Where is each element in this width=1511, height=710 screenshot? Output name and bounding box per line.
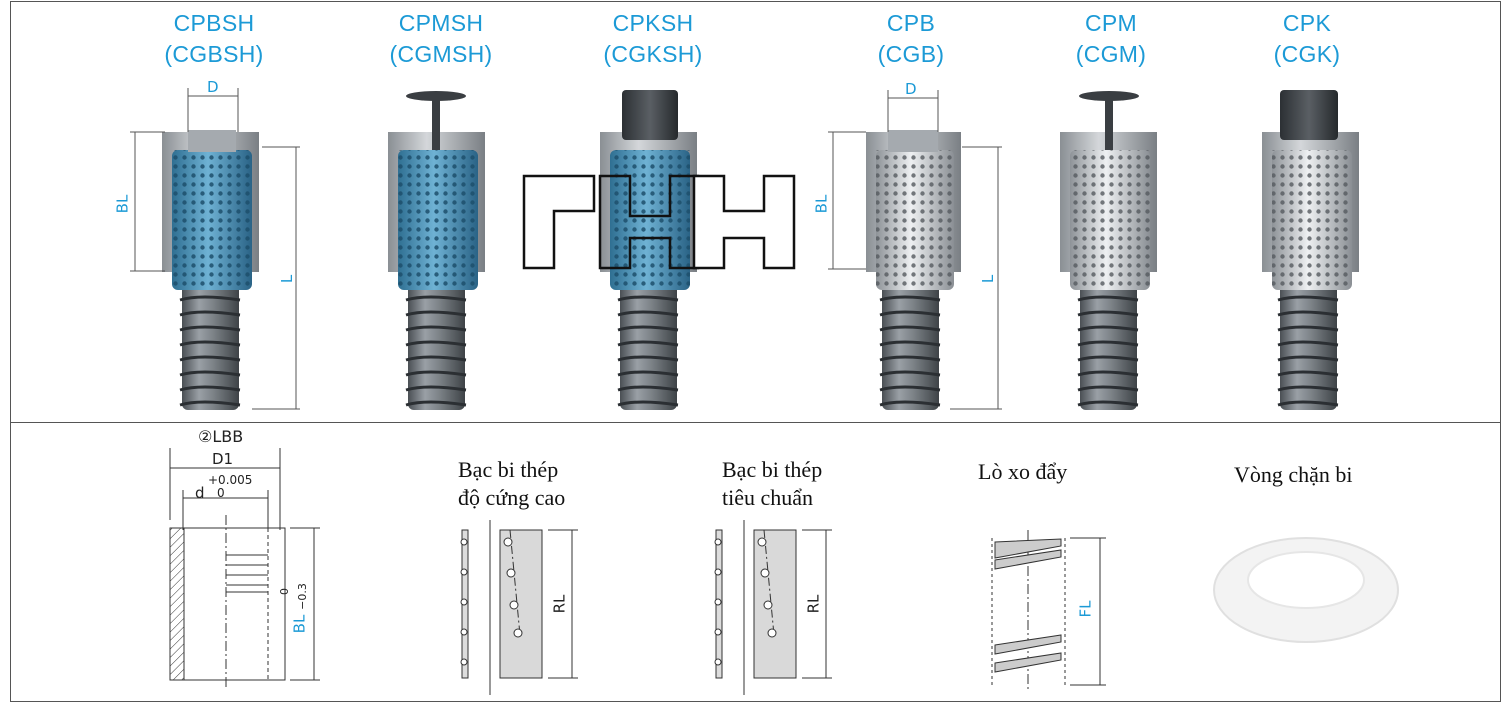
standard-cage-drawing <box>714 520 832 695</box>
product-illustrations <box>130 88 1359 410</box>
lbb-drawing <box>169 448 320 688</box>
spring-caption: Lò xo đẩy <box>978 459 1068 484</box>
lbb-d1-label: D1 <box>212 450 234 468</box>
dimension-lines-4 <box>828 90 1002 410</box>
product-title-6: CPK(CGK) <box>1273 10 1341 67</box>
product-5-illustration <box>1060 91 1157 410</box>
dim-l-label-1: L <box>278 274 297 284</box>
section-divider <box>10 422 1501 423</box>
product-title-4: CPB(CGB) <box>877 10 945 67</box>
std-cage-rl-label: RL <box>804 594 823 614</box>
retaining-ring-drawing <box>1213 537 1399 643</box>
ring-caption: Vòng chặn bi <box>1234 462 1353 487</box>
product-2-illustration <box>388 91 485 410</box>
product-3-illustration <box>600 90 697 410</box>
product-4-illustration <box>866 130 961 410</box>
dim-d-label-1: D <box>207 78 219 96</box>
lbb-title: ②LBB <box>198 427 244 446</box>
product-title-3: CPKSH(CGKSH) <box>603 10 703 67</box>
spring-drawing <box>991 530 1106 692</box>
dim-d-label-4: D <box>905 80 917 98</box>
lbb-tol-lower: 0 <box>217 486 225 500</box>
product-6-illustration <box>1262 90 1359 410</box>
dim-l-label-4: L <box>979 274 998 284</box>
hard-cage-rl-label: RL <box>550 594 569 614</box>
lbb-tol-upper: +0.005 <box>208 473 253 487</box>
dim-bl-label-1: BL <box>113 194 132 214</box>
lbb-d-label: d <box>195 484 205 502</box>
dim-bl-label-4: BL <box>812 194 831 214</box>
product-title-1: CPBSH(CGBSH) <box>164 10 264 67</box>
diagram-frame <box>10 1 1501 702</box>
hard-cage-drawing <box>460 520 578 695</box>
watermark-logo <box>522 174 796 270</box>
part-drawings <box>169 448 1399 695</box>
product-title-2: CPMSH(CGMSH) <box>389 10 493 67</box>
product-title-5: CPM(CGM) <box>1075 10 1147 67</box>
spring-fl-label: FL <box>1076 600 1095 618</box>
product-1-illustration <box>162 130 259 410</box>
dimension-lines-1 <box>130 88 300 410</box>
